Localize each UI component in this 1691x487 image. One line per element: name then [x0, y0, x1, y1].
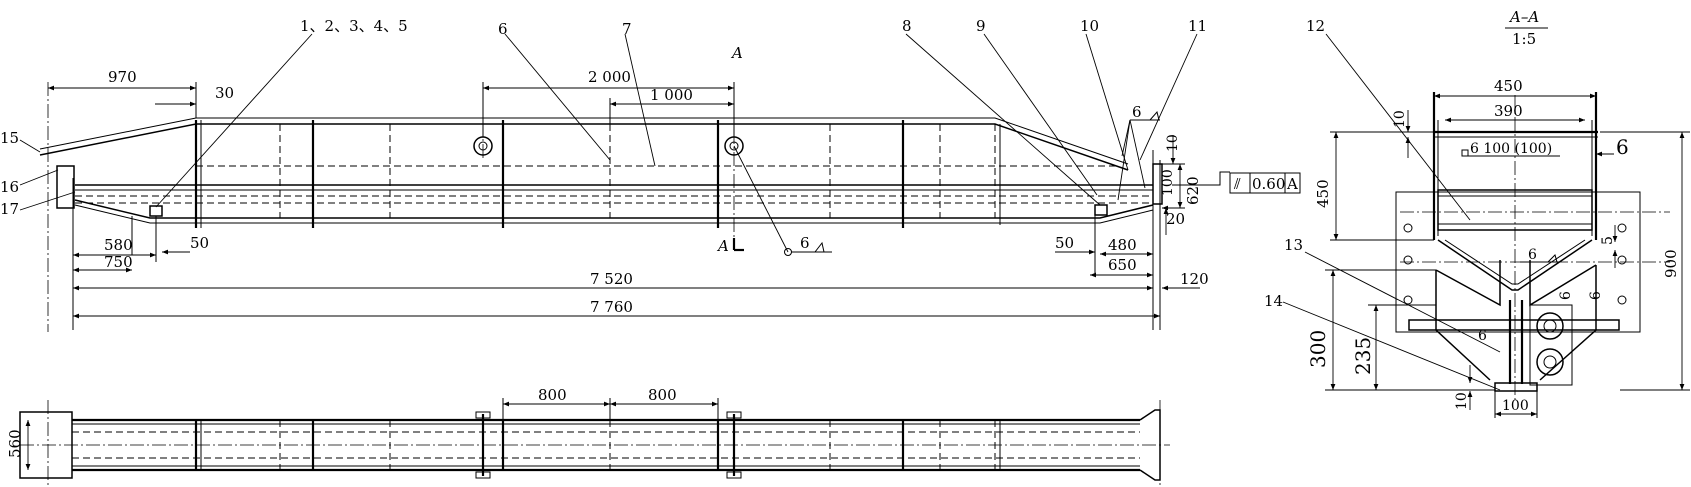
weld-note-big: 6: [1616, 135, 1629, 159]
section-view: A–A 1:5: [1264, 8, 1690, 418]
dim-100-bottom: 100: [1502, 398, 1529, 414]
front-dimensions: [48, 82, 1200, 319]
dim-580: 580: [104, 236, 133, 254]
dim-10-top: 10: [1392, 110, 1408, 128]
dim-970: 970: [108, 68, 137, 86]
dim-650: 650: [1108, 256, 1137, 274]
dim-480: 480: [1108, 236, 1137, 254]
dim-800-b: 800: [648, 386, 677, 404]
weld-label-section-1: 6: [1528, 247, 1537, 263]
dim-10-bottom: 10: [1454, 392, 1470, 410]
section-scale: 1:5: [1512, 30, 1536, 48]
part-number-16: 16: [0, 178, 19, 196]
dim-390: 390: [1494, 102, 1523, 120]
dim-750: 750: [104, 253, 133, 271]
part-number-12: 12: [1306, 17, 1325, 35]
weld-label-lower: 6: [800, 234, 810, 252]
part-number-15: 15: [0, 129, 19, 147]
weld-note-top: 6 100 (100): [1470, 141, 1552, 157]
part-number-13: 13: [1284, 236, 1303, 254]
part-number-8: 8: [902, 17, 912, 35]
dim-1000: 1 000: [650, 86, 693, 104]
dim-900: 900: [1662, 249, 1680, 278]
dim-30: 30: [215, 84, 234, 102]
weld-label-section-3: 6: [1558, 291, 1574, 300]
part-number-17: 17: [0, 200, 19, 218]
part-number-6: 6: [498, 20, 508, 38]
stiffeners: [194, 120, 1001, 228]
dim-7520: 7 520: [590, 270, 633, 288]
dim-300: 300: [1306, 330, 1330, 368]
plan-view: 800 800 560: [6, 386, 1170, 487]
section-mark-bottom: A: [716, 237, 729, 255]
dim-450-left: 450: [1314, 179, 1332, 208]
dim-100-vert: 100: [1160, 169, 1176, 196]
part-number-1-5: 1、2、3、4、5: [300, 17, 408, 35]
dim-120: 120: [1180, 270, 1209, 288]
section-title: A–A: [1508, 8, 1539, 26]
dim-6-weld: 6: [1588, 291, 1604, 300]
tolerance-value: 0.60: [1252, 175, 1285, 193]
tolerance-symbol: ⫽: [1233, 175, 1241, 193]
tolerance-datum: A: [1286, 175, 1298, 193]
part-number-10: 10: [1080, 17, 1099, 35]
weld-label-upper: 6: [1132, 103, 1142, 121]
dim-5: 5: [1600, 236, 1616, 245]
dim-50-right: 50: [1055, 234, 1074, 252]
dim-800-a: 800: [538, 386, 567, 404]
plan-stiffeners: [194, 411, 1001, 479]
section-mark: A: [730, 44, 743, 62]
dim-20: 20: [1166, 210, 1185, 228]
part-number-9: 9: [976, 17, 986, 35]
dim-10-vert: 10: [1165, 134, 1181, 152]
part-leaders: [19, 33, 1198, 211]
front-view: A A 6 6 ⫽ 0.60 A: [0, 17, 1301, 332]
dim-450-top: 450: [1494, 77, 1523, 95]
dim-560: 560: [6, 429, 24, 458]
dim-235: 235: [1351, 337, 1375, 375]
part-number-7: 7: [622, 20, 632, 38]
dim-7760: 7 760: [590, 298, 633, 316]
dim-50-left: 50: [190, 234, 209, 252]
dim-2000: 2 000: [588, 68, 631, 86]
dim-620-vert: 620: [1184, 176, 1202, 205]
weld-label-section-2: 6: [1478, 328, 1487, 344]
part-number-11: 11: [1188, 17, 1207, 35]
part-number-14: 14: [1264, 292, 1283, 310]
